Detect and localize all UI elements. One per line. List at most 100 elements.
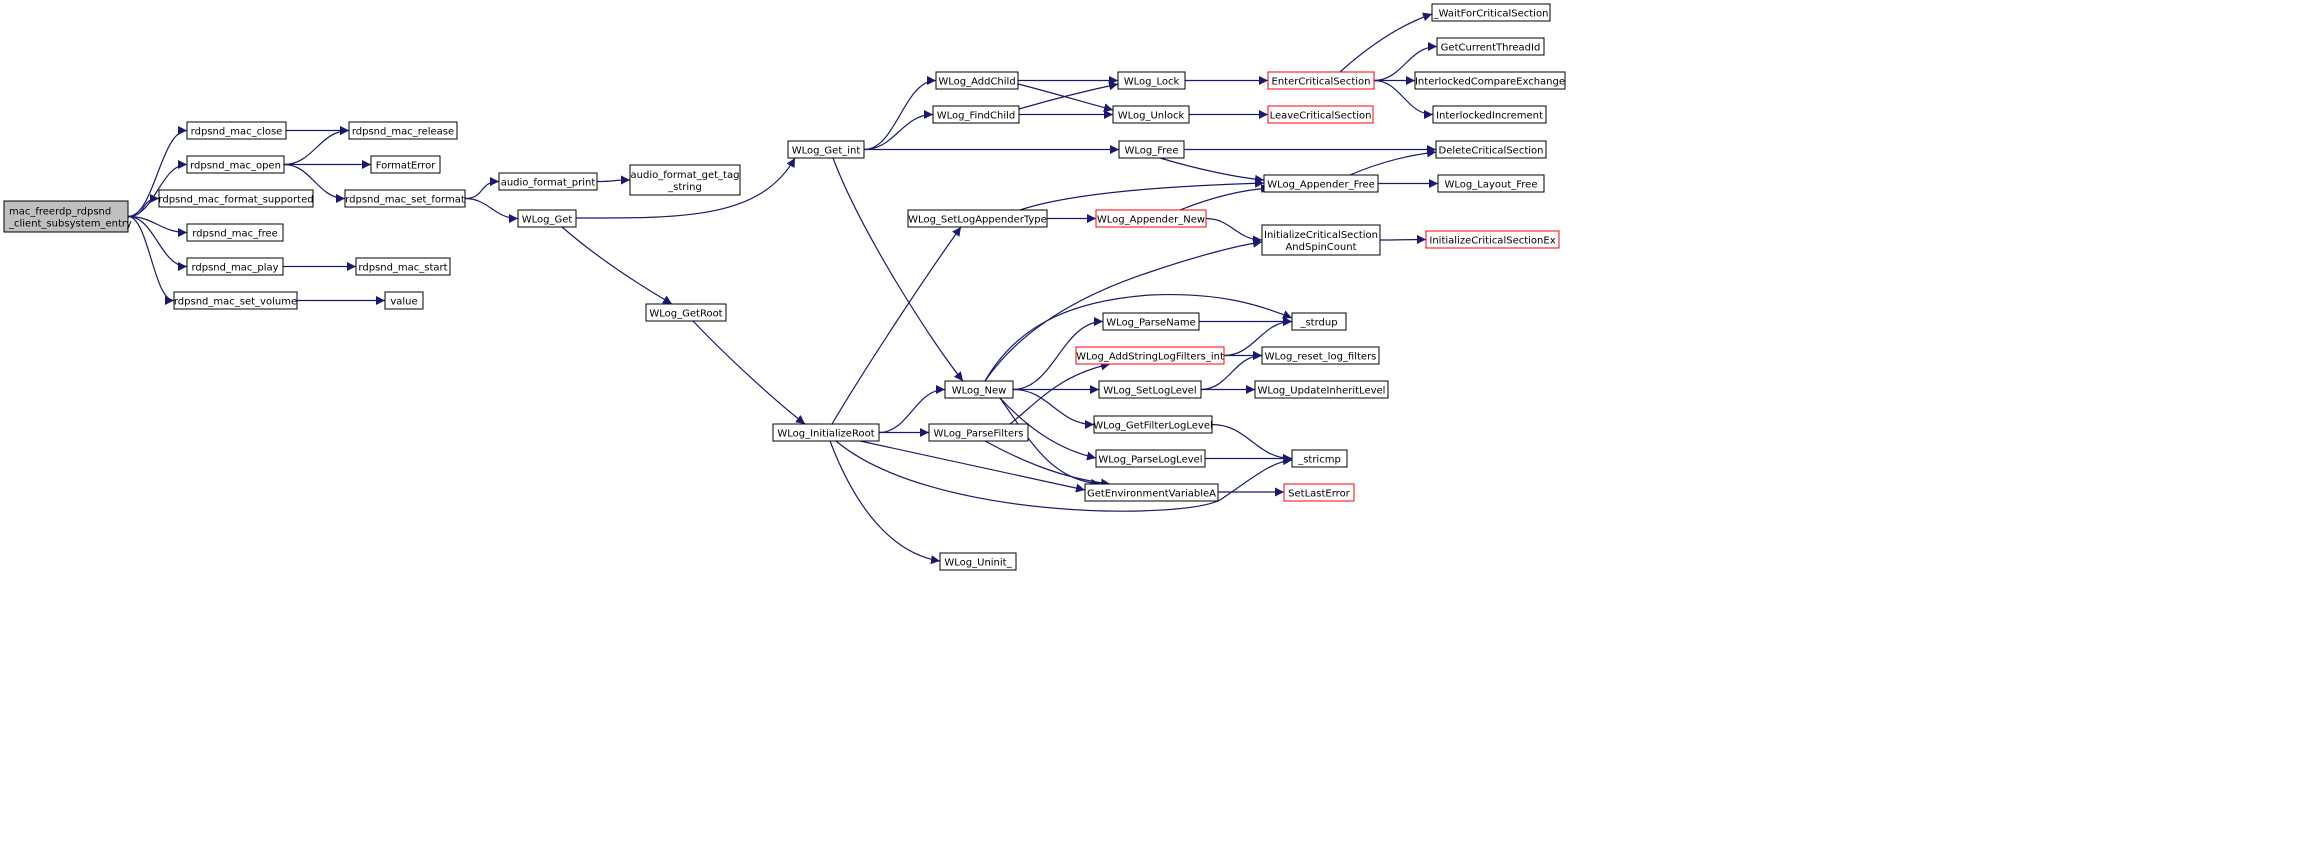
node-wlog_uninit[interactable]: WLog_Uninit_ (939, 552, 1017, 571)
node-box (645, 303, 727, 322)
node-mac_format_supported[interactable]: rdpsnd_mac_format_supported (158, 189, 314, 208)
node-box (787, 140, 865, 159)
node-wlog_get[interactable]: WLog_Get (517, 209, 577, 228)
node-wlog_get_root[interactable]: WLog_GetRoot (645, 303, 727, 322)
node-box (186, 257, 284, 276)
edge-wlog_get_int-to-wlog_add_child (863, 76, 937, 151)
node-box (1261, 224, 1381, 256)
node-label: rdpsnd_mac_set_volume (174, 297, 297, 308)
node-label: InterlockedCompareExchange (1415, 77, 1565, 88)
node-mac_start[interactable]: rdpsnd_mac_start (355, 257, 451, 276)
node-wlog_parse_log_level[interactable]: WLog_ParseLogLevel (1095, 449, 1206, 468)
edge-wlog_new-to-wlog_parse_name (1012, 317, 1104, 391)
node-label: audio_format_print (501, 178, 596, 189)
node-wlog_set_log_appender_type[interactable]: WLog_SetLogAppenderType (907, 209, 1048, 228)
node-label: _string (667, 182, 702, 193)
node-root[interactable]: mac_freerdp_rdpsnd_client_subsystem_entr… (3, 200, 132, 233)
node-wlog_parse_filters[interactable]: WLog_ParseFilters (928, 423, 1029, 442)
node-stricmp[interactable]: _stricmp (1291, 449, 1348, 468)
node-wlog_add_string_log_filters_int[interactable]: WLog_AddStringLogFilters_int (1075, 346, 1225, 365)
node-enter_critical_section[interactable]: EnterCriticalSection (1267, 71, 1375, 90)
edge-root-to-mac_free (127, 215, 188, 237)
node-wlog_reset_log_filters[interactable]: WLog_reset_log_filters (1261, 346, 1380, 365)
node-label: SetLastError (1288, 489, 1351, 500)
node-mac_open[interactable]: rdpsnd_mac_open (186, 155, 285, 174)
node-wlog_set_log_level[interactable]: WLog_SetLogLevel (1098, 380, 1202, 399)
node-box (186, 121, 287, 140)
edge-wlog_get-to-wlog_get_root (561, 226, 673, 305)
node-wlog_layout_free[interactable]: WLog_Layout_Free (1437, 174, 1545, 193)
node-label: _stricmp (1297, 455, 1341, 466)
node-delete_critical_section[interactable]: DeleteCriticalSection (1435, 140, 1547, 159)
edge-audio_format_print-to-audio_format_get_tag_string (596, 175, 631, 185)
node-box (907, 209, 1048, 228)
node-value[interactable]: value (384, 291, 424, 310)
node-mac_close[interactable]: rdpsnd_mac_close (186, 121, 287, 140)
edge-wlog_add_child-to-wlog_unlock (1017, 83, 1114, 113)
node-box (1118, 140, 1185, 159)
node-get_environment_variable_a[interactable]: GetEnvironmentVariableA (1084, 483, 1219, 502)
node-label: WLog_Lock (1124, 77, 1180, 88)
node-wlog_initialize_root[interactable]: WLog_InitializeRoot (772, 423, 880, 442)
edge-wlog_initialize_root-to-stricmp (835, 440, 1293, 512)
node-box (1075, 346, 1225, 365)
edge-wlog_get_filter_log_level-to-stricmp (1211, 423, 1293, 463)
node-wlog_get_filter_log_level[interactable]: WLog_GetFilterLogLevel (1093, 415, 1213, 434)
node-mac_set_format[interactable]: rdpsnd_mac_set_format (344, 189, 466, 208)
edge-wlog_new-to-initialize_critical_section_and_spin_count (984, 238, 1263, 382)
node-wlog_find_child[interactable]: WLog_FindChild (932, 105, 1020, 124)
node-label: WLog_Uninit_ (944, 558, 1012, 569)
node-wlog_new[interactable]: WLog_New (944, 380, 1014, 399)
node-box (370, 155, 441, 174)
node-interlocked_increment[interactable]: InterlockedIncrement (1432, 105, 1547, 124)
node-wlog_add_child[interactable]: WLog_AddChild (935, 71, 1019, 90)
node-get_current_thread_id[interactable]: GetCurrentThreadId (1436, 37, 1545, 56)
node-wlog_free[interactable]: WLog_Free (1118, 140, 1185, 159)
node-wait_for_critical_section[interactable]: _WaitForCriticalSection (1431, 3, 1551, 22)
node-label: GetEnvironmentVariableA (1087, 489, 1216, 500)
node-initialize_critical_section_ex[interactable]: InitializeCriticalSectionEx (1425, 230, 1560, 249)
edge-root-to-mac_format_supported (127, 194, 160, 218)
node-wlog_get_int[interactable]: WLog_Get_int (787, 140, 865, 159)
node-label: WLog_Unlock (1118, 111, 1185, 122)
node-wlog_parse_name[interactable]: WLog_ParseName (1102, 312, 1200, 331)
node-audio_format_print[interactable]: audio_format_print (498, 172, 598, 191)
node-set_last_error[interactable]: SetLastError (1283, 483, 1355, 502)
node-box (928, 423, 1029, 442)
node-label: rdpsnd_mac_release (352, 127, 454, 138)
node-label: WLog_ParseFilters (934, 429, 1024, 440)
node-mac_play[interactable]: rdpsnd_mac_play (186, 257, 284, 276)
edge-wlog_parse_filters-to-get_environment_variable_a (984, 440, 1111, 488)
node-wlog_appender_new[interactable]: WLog_Appender_New (1095, 209, 1207, 228)
node-wlog_unlock[interactable]: WLog_Unlock (1112, 105, 1190, 124)
edge-wlog_get_int-to-wlog_find_child (863, 110, 934, 151)
node-label: InitializeCriticalSection (1264, 230, 1378, 241)
node-wlog_appender_free[interactable]: WLog_Appender_Free (1263, 174, 1379, 193)
edge-mac_open-to-mac_release (283, 126, 350, 166)
node-mac_release[interactable]: rdpsnd_mac_release (348, 121, 458, 140)
node-box (344, 189, 466, 208)
node-mac_free[interactable]: rdpsnd_mac_free (186, 223, 284, 242)
node-mac_set_volume[interactable]: rdpsnd_mac_set_volume (173, 291, 298, 310)
node-wlog_lock[interactable]: WLog_Lock (1117, 71, 1186, 90)
node-label: rdpsnd_mac_free (192, 229, 278, 240)
node-box (1095, 449, 1206, 468)
node-format_error[interactable]: FormatError (370, 155, 441, 174)
node-label: WLog_Layout_Free (1445, 180, 1538, 191)
node-audio_format_get_tag_string[interactable]: audio_format_get_tag_string (629, 164, 741, 196)
node-label: WLog_SetLogAppenderType (908, 215, 1047, 226)
node-interlocked_compare_exchange[interactable]: InterlockedCompareExchange (1414, 71, 1566, 90)
edge-root-to-mac_close (127, 126, 188, 218)
node-strdup[interactable]: _strdup (1291, 312, 1347, 331)
node-label: _WaitForCriticalSection (1433, 9, 1549, 20)
node-box (1414, 71, 1566, 90)
node-box (1431, 3, 1551, 22)
node-wlog_update_inherit_level[interactable]: WLog_UpdateInheritLevel (1254, 380, 1389, 399)
edge-layer (127, 12, 1438, 565)
node-leave_critical_section[interactable]: LeaveCriticalSection (1267, 105, 1374, 124)
node-label: InterlockedIncrement (1436, 111, 1543, 122)
edge-wlog_appender_new-to-wlog_appender_free (1179, 184, 1271, 211)
node-label: audio_format_get_tag (631, 170, 740, 181)
